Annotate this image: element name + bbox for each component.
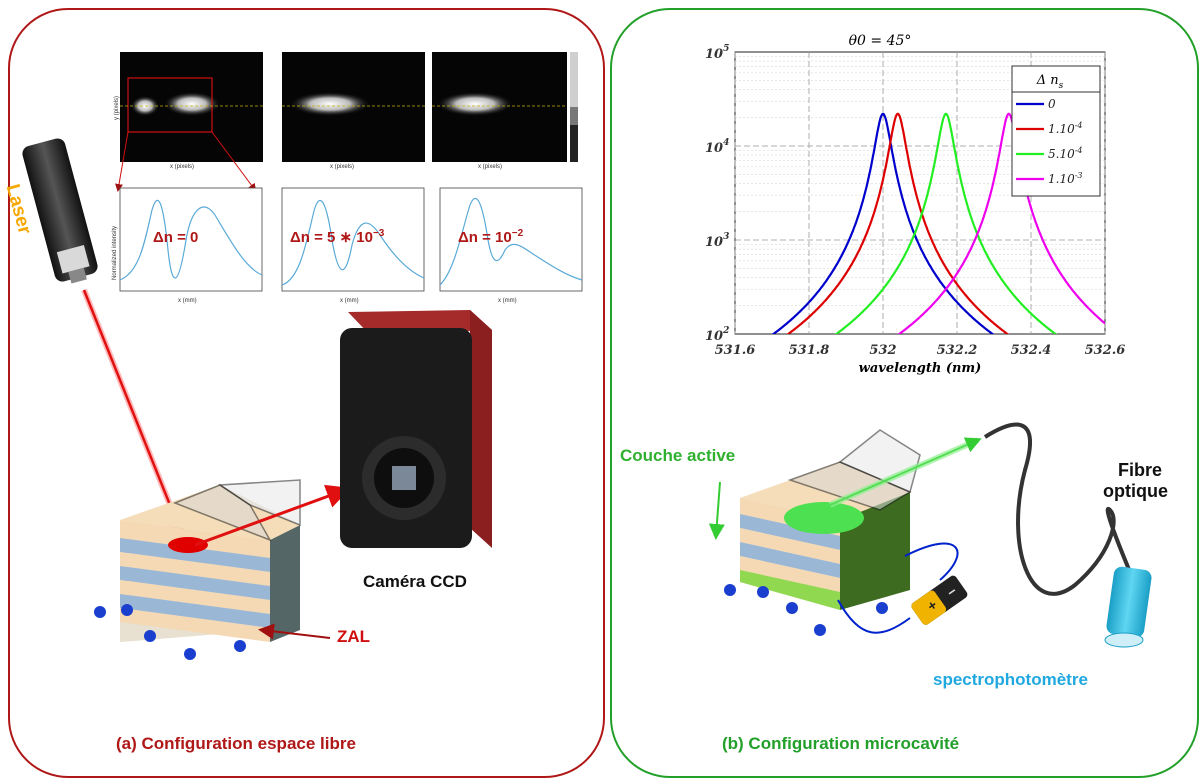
y-tick-labels: 102 103 104 105 — [705, 44, 729, 344]
profile-x-label-2: x (mm) — [340, 298, 359, 304]
image-x-label-3: x (pixels) — [478, 164, 503, 170]
legend-label-0: 0 — [1048, 97, 1056, 111]
y-tick-label: 102 — [705, 326, 729, 344]
intensity-profiles — [119, 187, 583, 292]
legend-label-3: 1.10-3 — [1048, 171, 1083, 186]
profile-x-label-3: x (mm) — [498, 298, 517, 304]
chart-title: θ0 = 45° — [849, 33, 912, 49]
legend-label-2: 5.10-4 — [1048, 146, 1083, 161]
couche-active-label: Couche active — [620, 446, 736, 465]
series-line-2 — [834, 112, 1058, 334]
panel-microcavity — [610, 8, 1199, 778]
profile-label-2: Δn = 5 ∗ 10−3 — [290, 228, 385, 246]
particles-a — [94, 604, 246, 660]
image-x-label-2: x (pixels) — [330, 164, 355, 170]
y-tick-label: 105 — [705, 44, 729, 62]
x-tick-label: 531.6 — [715, 343, 756, 358]
series-line-0 — [771, 112, 995, 334]
profile-plot-1 — [119, 187, 263, 292]
series-line-1 — [786, 112, 1010, 334]
panel-a-caption: (a) Configuration espace libre — [116, 734, 356, 753]
x-tick-labels: 531.6 531.8 532 532.2 532.4 532.6 — [715, 343, 1126, 358]
prism-stack-b — [740, 429, 921, 610]
image-y-label: y (pixels) — [114, 95, 120, 120]
panel-free-space — [8, 8, 605, 778]
zal-label: ZAL — [337, 627, 371, 646]
spectro-label: spectrophotomètre — [933, 670, 1088, 689]
x-tick-label: 532.4 — [1011, 343, 1052, 358]
x-axis-label: wavelength (nm) — [859, 361, 982, 376]
ccd-camera — [340, 310, 492, 548]
x-tick-label: 532.2 — [937, 343, 978, 358]
chart-series — [771, 112, 1105, 334]
camera-label: Caméra CCD — [363, 572, 467, 591]
laser-device — [22, 138, 98, 284]
profile-x-label-1: x (mm) — [178, 298, 197, 304]
legend-title: Δ ns — [1036, 73, 1064, 91]
x-tick-label: 531.8 — [789, 343, 830, 358]
prism-stack-a — [120, 479, 301, 642]
x-tick-label: 532 — [869, 343, 896, 358]
legend-label-1: 1.10-4 — [1048, 121, 1083, 136]
profile-label-3: Δn = 10−2 — [458, 228, 524, 246]
image-x-label-1: x (pixels) — [170, 164, 195, 170]
particles-b — [724, 584, 888, 636]
intensity-images — [120, 52, 578, 162]
y-tick-label: 104 — [705, 138, 729, 156]
battery: + − — [911, 575, 968, 625]
optical-fibre — [983, 422, 1152, 648]
panel-b-caption: (b) Configuration microcavité — [722, 734, 960, 753]
zoom-box — [127, 77, 213, 133]
y-tick-label: 103 — [705, 232, 729, 250]
profile-plot-3 — [439, 187, 583, 292]
profile-label-1: Δn = 0 — [153, 229, 199, 246]
series-line-3 — [897, 112, 1105, 334]
x-tick-label: 532.6 — [1085, 343, 1126, 358]
chart-legend: Δ ns 0 1.10-4 5.10-4 1.10-3 — [1011, 65, 1101, 197]
profile-y-label: Normalized intensity — [112, 225, 118, 280]
